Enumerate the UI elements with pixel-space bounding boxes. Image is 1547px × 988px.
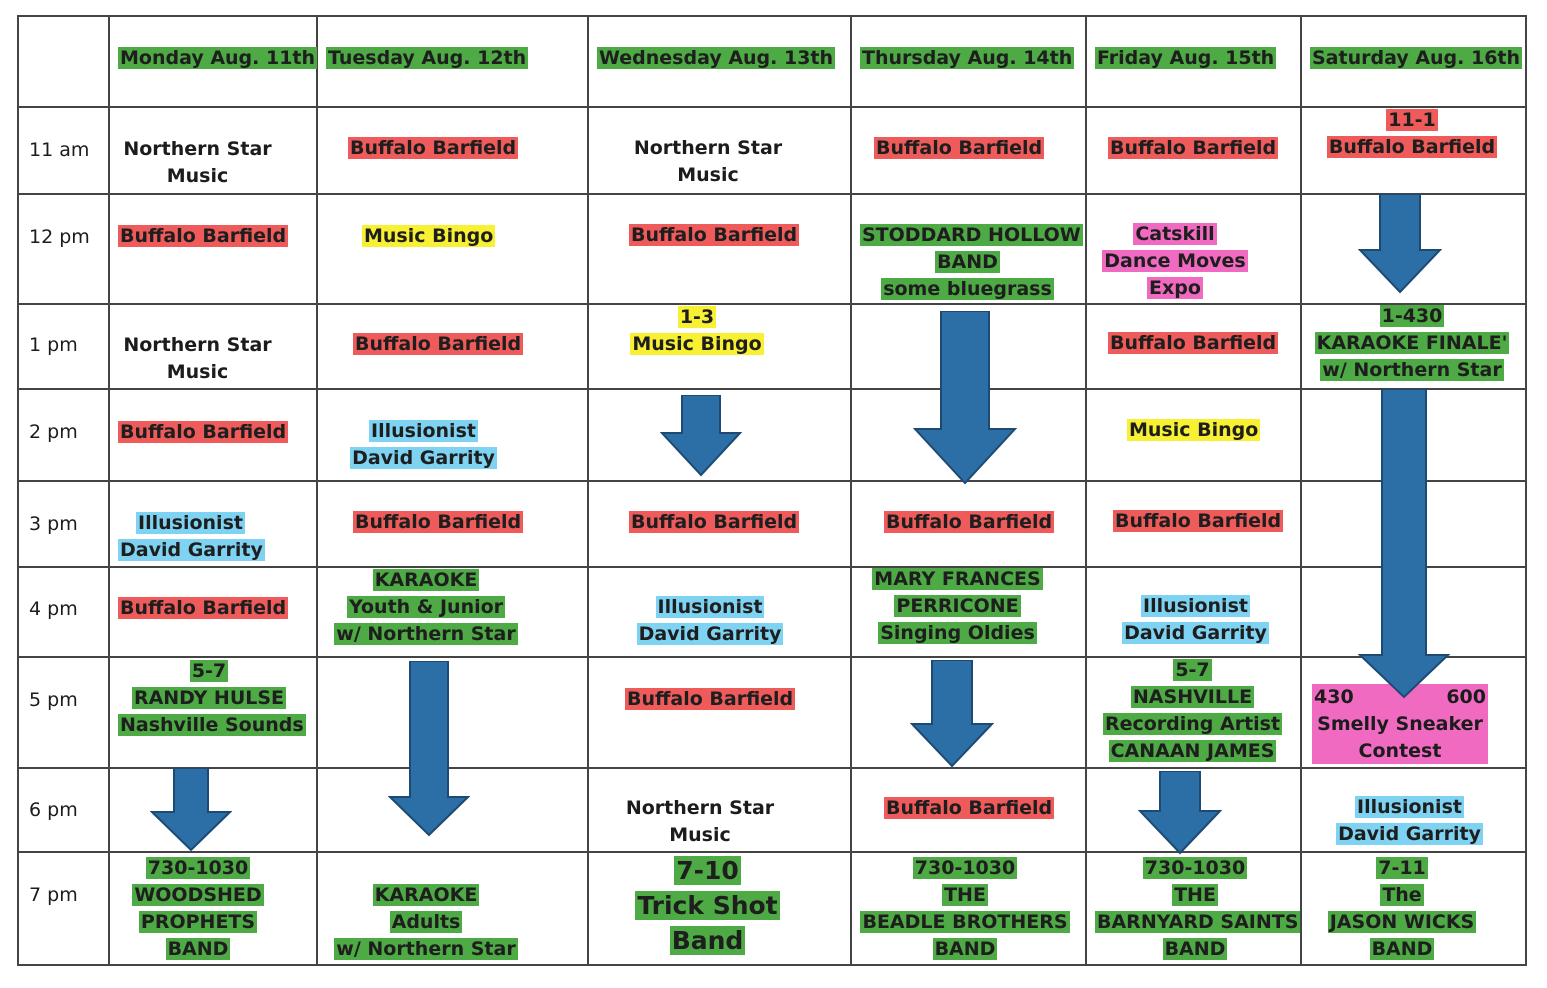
event-mon-2: Buffalo Barfield bbox=[118, 421, 289, 443]
down-arrow-icon bbox=[150, 768, 232, 852]
event-tue-12: Music Bingo bbox=[362, 225, 496, 247]
event-mon-5: 5-7 RANDY HULSE Nashville Sounds bbox=[118, 660, 306, 736]
day-header-monday: Monday Aug. 11th bbox=[118, 47, 318, 69]
time-label: 2 pm bbox=[29, 421, 78, 443]
grid-line bbox=[316, 15, 318, 966]
down-arrow-icon bbox=[1358, 194, 1442, 294]
event-fri-12: Catskill Dance Moves Expo bbox=[1102, 223, 1248, 299]
grid-line bbox=[17, 480, 1527, 482]
time-label: 1 pm bbox=[29, 334, 78, 356]
grid-line bbox=[1300, 15, 1302, 966]
day-header-wednesday: Wednesday Aug. 13th bbox=[597, 47, 836, 69]
down-arrow-icon bbox=[660, 395, 742, 477]
event-tue-2: Illusionist David Garrity bbox=[350, 420, 497, 469]
time-label: 12 pm bbox=[29, 226, 90, 248]
event-wed-5: Buffalo Barfield bbox=[625, 688, 796, 710]
grid-line bbox=[17, 964, 1527, 966]
event-wed-7: 7-10 Trick Shot Band bbox=[635, 856, 780, 955]
day-header-tuesday: Tuesday Aug. 12th bbox=[326, 47, 529, 69]
event-mon-11: Northern Star Music bbox=[123, 138, 272, 187]
sat-5-times: 430 600 bbox=[1314, 686, 1486, 708]
down-arrow-icon bbox=[388, 661, 470, 837]
grid-line bbox=[17, 656, 1527, 658]
event-mon-12: Buffalo Barfield bbox=[118, 225, 289, 247]
event-wed-4: Illusionist David Garrity bbox=[636, 596, 784, 645]
down-arrow-icon bbox=[913, 311, 1017, 485]
grid-line bbox=[1085, 15, 1087, 966]
event-sat-5: 430 600 Smelly Sneaker Contest bbox=[1312, 684, 1488, 764]
grid-line bbox=[17, 303, 1527, 305]
event-thu-6: Buffalo Barfield bbox=[884, 797, 1055, 819]
event-fri-1: Buffalo Barfield bbox=[1108, 332, 1279, 354]
event-wed-12: Buffalo Barfield bbox=[629, 224, 800, 246]
event-tue-4: KARAOKE Youth & Junior w/ Northern Star bbox=[334, 569, 518, 645]
down-arrow-icon bbox=[1358, 389, 1450, 699]
event-thu-7: 730-1030 THE BEADLE BROTHERS BAND bbox=[860, 857, 1070, 960]
event-fri-7: 730-1030 THE BARNYARD SAINTS BAND bbox=[1095, 857, 1301, 960]
event-wed-3: Buffalo Barfield bbox=[629, 511, 800, 533]
time-label: 3 pm bbox=[29, 513, 78, 535]
day-header-saturday: Saturday Aug. 16th bbox=[1310, 47, 1523, 69]
event-fri-11: Buffalo Barfield bbox=[1108, 137, 1279, 159]
time-label: 5 pm bbox=[29, 689, 78, 711]
grid-line bbox=[1525, 15, 1527, 966]
grid-line bbox=[17, 566, 1527, 568]
down-arrow-icon bbox=[1138, 771, 1222, 855]
event-mon-3: Illusionist David Garrity bbox=[118, 512, 265, 561]
event-thu-12: STODDARD HOLLOW BAND some bluegrass bbox=[860, 224, 1083, 300]
grid-line bbox=[17, 851, 1527, 853]
event-mon-7: 730-1030 WOODSHED PROPHETS BAND bbox=[132, 857, 264, 960]
grid-line bbox=[17, 388, 1527, 390]
time-label: 6 pm bbox=[29, 799, 78, 821]
event-tue-11: Buffalo Barfield bbox=[348, 137, 519, 159]
day-header-friday: Friday Aug. 15th bbox=[1095, 47, 1277, 69]
event-mon-4: Buffalo Barfield bbox=[118, 597, 289, 619]
event-fri-4: Illusionist David Garrity bbox=[1122, 595, 1269, 644]
grid-line bbox=[108, 15, 110, 966]
event-fri-2: Music Bingo bbox=[1127, 419, 1261, 441]
grid-line bbox=[17, 15, 1527, 17]
event-wed-11: Northern Star Music bbox=[633, 137, 783, 186]
event-fri-5: 5-7 NASHVILLE Recording Artist CANAAN JA… bbox=[1102, 659, 1283, 762]
event-sat-11: 11-1 Buffalo Barfield bbox=[1326, 109, 1498, 158]
grid-line bbox=[17, 106, 1527, 108]
event-sat-1: 1-430 KARAOKE FINALE' w/ Northern Star bbox=[1314, 305, 1510, 381]
event-sat-7: 7-11 The JASON WICKS BAND bbox=[1327, 857, 1477, 960]
event-tue-7: KARAOKE Adults w/ Northern Star bbox=[334, 884, 518, 960]
time-label: 4 pm bbox=[29, 598, 78, 620]
event-sat-6: Illusionist David Garrity bbox=[1336, 796, 1483, 845]
grid-line bbox=[17, 767, 1527, 769]
time-label: 11 am bbox=[29, 139, 90, 161]
event-thu-3: Buffalo Barfield bbox=[884, 511, 1055, 533]
grid-line bbox=[17, 15, 19, 966]
grid-line bbox=[587, 15, 589, 966]
grid-line bbox=[17, 193, 1527, 195]
event-fri-3: Buffalo Barfield bbox=[1113, 510, 1284, 532]
day-header-thursday: Thursday Aug. 14th bbox=[860, 47, 1075, 69]
down-arrow-icon bbox=[910, 660, 994, 768]
event-thu-11: Buffalo Barfield bbox=[874, 137, 1045, 159]
event-tue-3: Buffalo Barfield bbox=[353, 511, 524, 533]
event-thu-4: MARY FRANCES PERRICONE Singing Oldies bbox=[872, 568, 1043, 644]
time-label: 7 pm bbox=[29, 884, 78, 906]
event-wed-6: Northern Star Music bbox=[625, 797, 775, 846]
event-mon-1: Northern Star Music bbox=[123, 334, 272, 383]
grid-line bbox=[850, 15, 852, 966]
event-tue-1: Buffalo Barfield bbox=[353, 333, 524, 355]
event-wed-1: 1-3 Music Bingo bbox=[630, 306, 764, 355]
